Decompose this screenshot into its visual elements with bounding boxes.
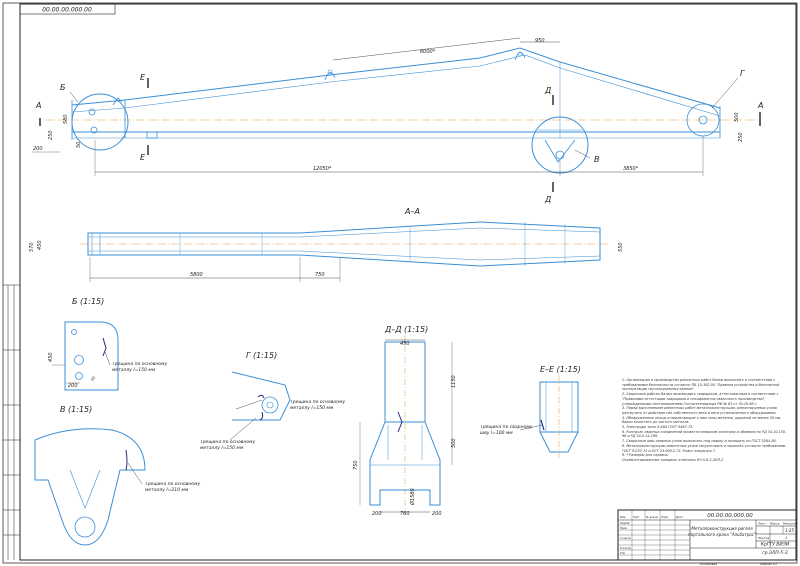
detail-b-dim-450: 450 xyxy=(48,352,54,362)
section-dd-title: Д–Д (1:15) xyxy=(384,325,428,334)
title-role-4: Дата xyxy=(675,515,683,519)
dim-250b: 250 xyxy=(738,132,744,142)
mark-a-left: А xyxy=(35,101,41,110)
note-line: 2. Сварочные работы балки производить св… xyxy=(622,392,779,406)
dd-dim-200a: 200 xyxy=(372,511,382,517)
dd-dim-500: 500 xyxy=(451,438,457,448)
left-binding-strip xyxy=(3,284,20,560)
mark-b: Б xyxy=(60,83,66,92)
title-org-line-2: гр.ЭЛП-5-3 xyxy=(762,550,788,556)
title-role-0: Изм. xyxy=(620,515,626,519)
note-line: 1. Организация и производство ремонтных … xyxy=(622,378,780,392)
title-name-line-2: портального крана "Альбатрос" xyxy=(688,532,756,537)
aa-dim-450: 450 xyxy=(37,240,43,250)
note-line: 8. Металлоконструкцию ремонтных узлов за… xyxy=(622,443,786,453)
title-sheets-label: Листов xyxy=(757,536,769,540)
main-elevation-view xyxy=(32,37,761,192)
dim-250a: 250 xyxy=(48,130,54,140)
section-ee xyxy=(519,375,579,460)
aa-title: А–А xyxy=(404,207,420,216)
title-scale-value: 1:25 xyxy=(785,528,794,533)
dd-dim-450: 450 xyxy=(400,341,410,347)
title-name-line-1: Металлоконструкция ригеля xyxy=(691,526,753,531)
title-role-9: Утв. xyxy=(620,551,626,555)
top-left-code-box: 00.00.00.000.00 xyxy=(19,3,116,15)
title-sheet-label: Лист xyxy=(757,522,766,526)
title-block xyxy=(617,509,797,561)
dim-12050: 12050* xyxy=(313,166,332,172)
section-dd xyxy=(359,335,453,513)
title-role-7: Т.контр. xyxy=(620,536,631,540)
title-role-2: № докум. xyxy=(645,516,659,519)
note-line: 3. Перед выполнением ремонтных работ мет… xyxy=(622,406,777,415)
dd-dim-760: 760 xyxy=(400,511,410,517)
dd-dim-750: 750 xyxy=(353,460,359,470)
mark-d-top: Д xyxy=(544,86,551,95)
aa-dim-570: 570 xyxy=(29,242,35,252)
dim-50: 50 xyxy=(76,142,82,148)
mark-a-right: А xyxy=(757,101,763,110)
dim-3850: 3850* xyxy=(623,166,639,172)
mark-e-bottom: Е xyxy=(140,153,146,162)
detail-g xyxy=(229,371,291,441)
aa-dim-550: 550 xyxy=(618,242,624,252)
title-role-8: Н.контр. xyxy=(620,546,632,550)
note-line: Отремонтированные трещины отмечены КЧ-5-… xyxy=(622,457,724,462)
detail-v-crack-note: Трещина по основному металлу l=210 мм xyxy=(145,482,201,493)
detail-g-title: Г (1:15) xyxy=(246,351,277,360)
dim-6000: 6000* xyxy=(420,49,436,55)
dd-dim-1150: 1150 xyxy=(451,375,457,388)
detail-b-dim-70: 70 xyxy=(90,375,97,382)
title-doc-code: 00.00.00.000.00 xyxy=(707,513,753,519)
note-line: 6. Контроль сварных соединений провести … xyxy=(622,429,787,439)
detail-g-crack-note-2: Трещина по основному металлу l=150 мм xyxy=(200,440,256,451)
mark-e-top: Е xyxy=(140,73,146,82)
mark-d-bottom: Д xyxy=(544,195,551,204)
dim-500: 500 xyxy=(734,112,740,122)
title-copy-label: Копировал xyxy=(700,562,717,566)
title-scale-label: Масштаб xyxy=(783,522,797,526)
detail-b-crack-note: Трещина по основному металлу l=150 мм xyxy=(112,362,168,373)
title-role-6: Пров. xyxy=(620,526,628,530)
dim-580: 580 xyxy=(63,114,69,124)
mark-g: Г xyxy=(740,69,745,78)
mark-v: В xyxy=(594,155,600,164)
note-line: 4. Обнаруженные концы и прилегающие к ни… xyxy=(622,415,782,425)
technical-notes: 1. Организация и производство ремонтных … xyxy=(622,378,788,510)
detail-v-title: В (1:15) xyxy=(60,405,92,414)
detail-b-title: Б (1:15) xyxy=(72,297,104,306)
top-left-code: 00.00.00.000.00 xyxy=(42,7,92,14)
title-format-label: Формат А1 xyxy=(760,562,777,566)
dim-950: 950 xyxy=(535,38,545,44)
detail-b xyxy=(52,321,119,391)
title-mass-label: Масса xyxy=(770,522,780,526)
aa-dim-750: 750 xyxy=(315,272,325,278)
title-org-line-1: КрГТУ ВИЭИ xyxy=(761,542,790,548)
detail-b-dim-200: 200 xyxy=(68,383,78,389)
section-ee-title: Е–Е (1:15) xyxy=(540,365,581,374)
note-line: 7. Сварочные швы сварных узлов выполнять… xyxy=(622,439,777,444)
title-sheet-value: 1 xyxy=(785,536,787,540)
dd-dim-200b: 200 xyxy=(432,511,442,517)
section-ee-crack-note: Трещина по сварному шву l=100 мм xyxy=(480,425,533,436)
inner-frame xyxy=(19,3,797,561)
detail-g-crack-note-1: Трещина по основному металлу l=150 мм xyxy=(290,400,346,411)
aa-dim-5800: 5800 xyxy=(190,272,203,278)
detail-v xyxy=(34,428,146,546)
note-line: 9. * Размеры для справок. xyxy=(622,453,669,458)
section-aa-view xyxy=(80,221,610,282)
note-line: 5. Электроды типа Э-46А ГОСТ 9467-75. xyxy=(622,425,694,430)
title-role-1: Лист xyxy=(632,515,640,519)
dd-dim-1580: Ø1580 xyxy=(409,488,416,506)
title-role-5: Разраб. xyxy=(620,521,630,525)
dim-200: 200 xyxy=(33,146,43,152)
title-role-3: Подп. xyxy=(661,515,669,519)
